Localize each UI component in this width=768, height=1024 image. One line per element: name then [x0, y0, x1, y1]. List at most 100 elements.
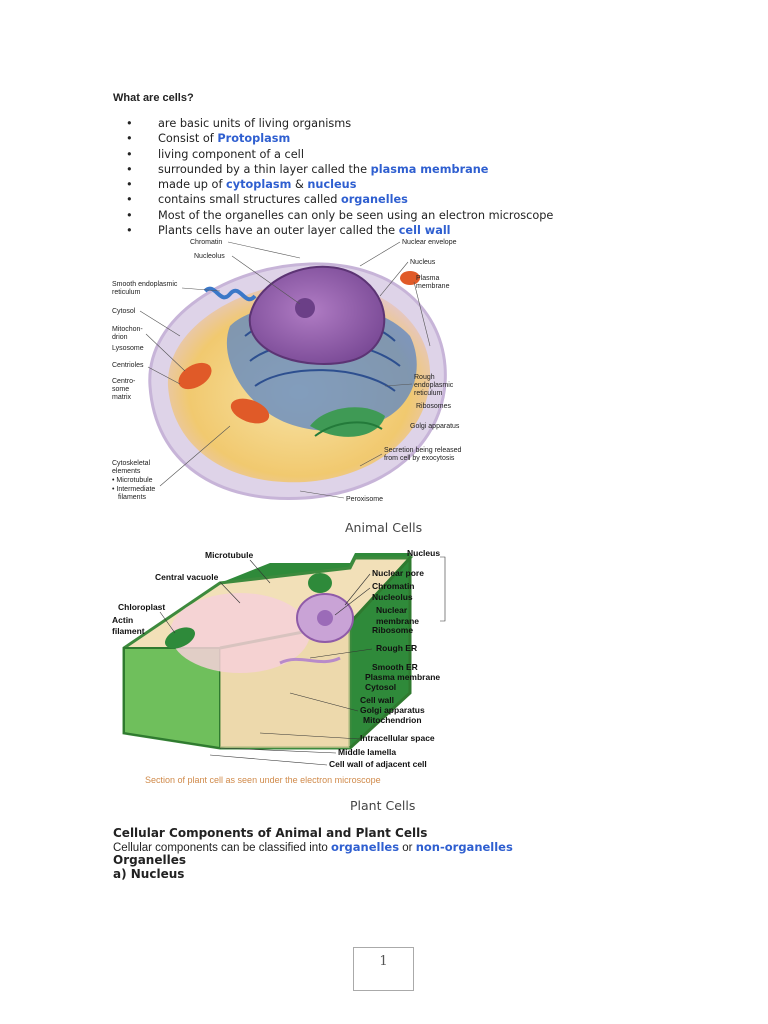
page-heading: What are cells?: [113, 92, 194, 104]
animal-labels-right: Nuclear envelope Nucleus Plasma membrane…: [346, 239, 462, 503]
svg-text:Central vacuole: Central vacuole: [155, 572, 219, 582]
subsection-organelles: Organelles: [113, 853, 186, 867]
plant-caption: Plant Cells: [350, 798, 416, 813]
bullet-item: • surrounded by a thin layer called the p…: [126, 162, 553, 177]
svg-text:Lysosome: Lysosome: [112, 345, 144, 352]
bullet-text: &: [291, 178, 308, 192]
bullet-item: • Plants cells have an outer layer called…: [126, 223, 553, 238]
svg-text:some: some: [112, 386, 129, 393]
svg-text:Centrioles: Centrioles: [112, 362, 144, 369]
bullet-item: • living component of a cell: [126, 147, 553, 162]
mitochondrion-shape: [178, 362, 212, 390]
intro-text: Cellular components can be classified in…: [113, 842, 331, 854]
subsection-nucleus: a) Nucleus: [113, 867, 185, 881]
svg-text:Nucleolus: Nucleolus: [372, 592, 413, 602]
bullet-icon: •: [126, 224, 133, 238]
svg-text:Ribosomes: Ribosomes: [416, 403, 452, 410]
bullet-text: surrounded by a thin layer called the: [158, 162, 371, 176]
svg-text:Plasma membrane: Plasma membrane: [365, 672, 440, 682]
svg-text:elements: elements: [112, 468, 141, 475]
bullet-text: living component of a cell: [158, 147, 304, 161]
svg-text:Actin: Actin: [112, 615, 133, 625]
svg-text:reticulum: reticulum: [112, 289, 141, 296]
animal-caption: Animal Cells: [345, 520, 423, 535]
plant-labels: Microtubule Central vacuole Chloroplast …: [112, 548, 440, 769]
svg-text:drion: drion: [112, 334, 128, 341]
svg-text:filament: filament: [112, 626, 145, 636]
svg-text:Rough ER: Rough ER: [376, 643, 417, 653]
page-number: 1: [353, 947, 414, 991]
bullet-item: •Most of the organelles can only be seen…: [126, 208, 553, 223]
svg-text:matrix: matrix: [112, 394, 132, 401]
central-vacuole-shape: [170, 593, 310, 673]
chloroplast-shape: [165, 627, 195, 649]
highlight-term: cytoplasm: [226, 178, 292, 192]
bullet-text: Plants cells have an outer layer called …: [158, 224, 399, 238]
bullet-icon: •: [126, 117, 133, 130]
bullet-text: made up of: [158, 178, 227, 192]
bullet-item: • contains small structures called organe…: [126, 192, 553, 207]
svg-text:Chloroplast: Chloroplast: [118, 602, 165, 612]
svg-text:Nuclear pore: Nuclear pore: [372, 568, 424, 578]
svg-text:reticulum: reticulum: [414, 390, 443, 397]
bullet-icon: •: [126, 178, 133, 192]
bullet-icon: •: [126, 162, 133, 176]
svg-text:membrane: membrane: [376, 616, 419, 626]
svg-text:• Microtubule: • Microtubule: [112, 477, 153, 484]
svg-text:Cytosol: Cytosol: [365, 682, 396, 692]
svg-text:Cell wall: Cell wall: [360, 695, 394, 705]
svg-text:Mitochendrion: Mitochendrion: [363, 715, 422, 725]
plant-subcaption: Section of plant cell as seen under the …: [145, 775, 381, 785]
highlight-term: Protoplasm: [217, 132, 291, 146]
svg-text:Golgi apparatus: Golgi apparatus: [360, 705, 425, 715]
svg-text:from cell by exocytosis: from cell by exocytosis: [384, 455, 455, 462]
cell-facts-list: •are basic units of living organisms•Con…: [126, 116, 553, 238]
svg-text:Chromatin: Chromatin: [372, 581, 415, 591]
svg-text:Rough: Rough: [414, 374, 435, 381]
svg-text:Cytoskeletal: Cytoskeletal: [112, 460, 151, 467]
intro-or: or: [399, 842, 416, 854]
svg-text:endoplasmic: endoplasmic: [414, 382, 454, 389]
plant-cell-diagram: Microtubule Central vacuole Chloroplast …: [112, 548, 446, 785]
svg-text:Chromatin: Chromatin: [190, 239, 222, 246]
svg-text:membrane: membrane: [416, 283, 450, 290]
svg-text:Cytosol: Cytosol: [112, 308, 136, 315]
nucleolus-shape: [295, 298, 315, 318]
bullet-icon: •: [126, 147, 133, 161]
bullet-icon: •: [126, 193, 133, 207]
highlight-term: plasma membrane: [370, 162, 489, 176]
svg-text:Cell wall of adjacent cell: Cell wall of adjacent cell: [329, 759, 427, 769]
svg-text:Nucleolus: Nucleolus: [194, 253, 225, 260]
organelles-link: organelles: [330, 840, 400, 854]
non-organelles-link: non-organelles: [415, 840, 513, 854]
bullet-item: • are basic units of living organisms: [126, 116, 553, 131]
svg-text:Smooth ER: Smooth ER: [372, 662, 418, 672]
section-intro: Cellular components can be classified in…: [113, 840, 513, 854]
svg-text:Smooth endoplasmic: Smooth endoplasmic: [112, 281, 178, 288]
bullet-text: contains small structures called: [158, 193, 341, 207]
svg-text:Nuclear envelope: Nuclear envelope: [402, 239, 457, 246]
highlight-term: nucleus: [307, 178, 357, 192]
animal-cell-diagram: Chromatin Nucleolus Smooth endoplasmic r…: [112, 239, 462, 503]
svg-text:Centro-: Centro-: [112, 378, 136, 385]
bullet-icon: •: [126, 132, 133, 146]
svg-text:• Intermediate: • Intermediate: [112, 486, 155, 493]
bullet-text: Most of the organelles can only be seen …: [158, 208, 554, 222]
svg-text:filaments: filaments: [118, 494, 147, 501]
svg-text:Nucleus: Nucleus: [407, 548, 440, 558]
highlight-term: organelles: [340, 193, 408, 207]
svg-text:Ribosome: Ribosome: [372, 625, 413, 635]
svg-text:Peroxisome: Peroxisome: [346, 496, 383, 503]
svg-text:Mitochon-: Mitochon-: [112, 326, 143, 333]
svg-text:Plasma: Plasma: [416, 275, 439, 282]
svg-text:Middle lamella: Middle lamella: [338, 747, 396, 757]
nucleus-shape: [248, 265, 386, 365]
svg-text:Intracellular space: Intracellular space: [360, 733, 435, 743]
svg-text:Microtubule: Microtubule: [205, 550, 253, 560]
highlight-term: cell wall: [398, 224, 451, 238]
section-title: Cellular Components of Animal and Plant …: [113, 826, 428, 840]
bullet-text: are basic units of living organisms: [158, 117, 352, 130]
svg-text:Golgi apparatus: Golgi apparatus: [410, 423, 460, 430]
animal-labels-left: Chromatin Nucleolus Smooth endoplasmic r…: [112, 239, 225, 501]
svg-text:Nuclear: Nuclear: [376, 605, 408, 615]
